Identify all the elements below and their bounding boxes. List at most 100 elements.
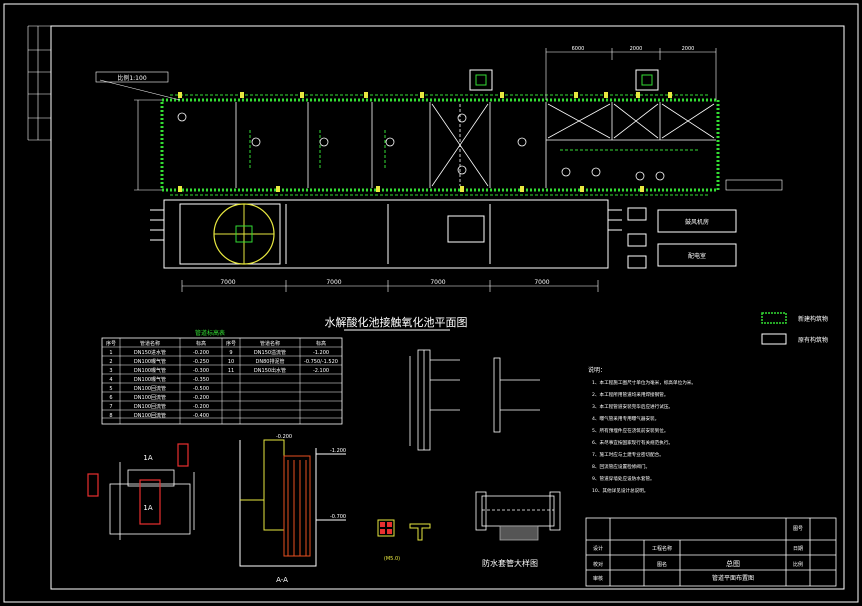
table-cell: 1 [109, 350, 112, 356]
table-cell: -0.350 [193, 377, 209, 383]
dim-bottom-2: 7000 [326, 279, 341, 286]
table-header: 标高 [196, 340, 206, 347]
tb-drawing-name-label: 图名 [657, 561, 667, 568]
detail-aa [239, 439, 346, 567]
tb-date-label: 日期 [793, 546, 803, 552]
dim-top-1: 6000 [572, 46, 585, 52]
tb-approve-label: 审核 [593, 575, 603, 582]
outlet-box-2 [635, 69, 659, 91]
room-label-power: 配电室 [688, 252, 706, 260]
legend-swatch-old [761, 333, 787, 345]
detail-small [377, 519, 431, 541]
table-cell: DN100曝气管 [134, 376, 166, 383]
table-cell: DN100曝气管 [134, 358, 166, 365]
plan-top [95, 48, 783, 196]
elev-3: -0.200 [276, 434, 292, 440]
legend: 新建构筑物 原有构筑物 [761, 312, 828, 345]
table-cell: -0.400 [193, 413, 209, 419]
dim-top-2: 2000 [630, 46, 643, 52]
table-cell: 4 [109, 377, 112, 383]
dim-top-3: 2000 [682, 46, 695, 52]
table-header: 标高 [316, 340, 326, 347]
table-cell: DN100回流管 [134, 403, 166, 410]
tb-drawing-name: 总图 [726, 559, 740, 568]
table-cell: -2.100 [313, 368, 329, 374]
note-line: 2、本工程所用管道均采用焊接钢管。 [592, 391, 668, 398]
dim-bottom-4: 7000 [534, 279, 549, 286]
note-line: 9、管道穿墙处应设防水套管。 [592, 475, 655, 482]
pipe-table: 管道标高表 序号 管道名称 标高 序号 管道名称 标高 1 DN150进水管 [101, 329, 343, 425]
elev-2: -0.700 [330, 514, 346, 520]
notes-title: 说明： [588, 366, 606, 374]
table-cell: 6 [109, 395, 112, 401]
section-1a-top: 1A [143, 454, 152, 462]
tank-outline-green [160, 98, 720, 192]
table-cell: 5 [109, 386, 112, 392]
table-cell: 11 [228, 368, 234, 374]
detail-casing [475, 491, 561, 541]
legend-label-new: 新建构筑物 [798, 315, 828, 323]
section-aa-label: A-A [276, 576, 288, 584]
table-cell: DN150溢流管 [254, 349, 286, 356]
table-header: 管道名称 [260, 340, 280, 347]
dim-bottom-3: 7000 [430, 279, 445, 286]
detail-1a [87, 443, 195, 540]
main-title: 水解酸化池接触氧化池平面图 [325, 315, 468, 329]
binding-strip [27, 25, 51, 141]
table-cell: 8 [109, 413, 112, 419]
table-cell: -0.300 [193, 368, 209, 374]
table-cell: 9 [229, 350, 232, 356]
table-cell: -0.200 [193, 350, 209, 356]
table-header: 管道名称 [140, 340, 160, 347]
title-block [585, 517, 837, 587]
casing-title: 防水套管大样图 [482, 558, 538, 568]
table-cell: DN100回流管 [134, 385, 166, 392]
table-cell: 3 [109, 368, 112, 374]
tb-subname: 管道平面布置图 [712, 574, 754, 582]
table-header: 序号 [106, 340, 116, 347]
outer-frame [3, 3, 859, 603]
table-cell: -0.200 [193, 404, 209, 410]
tb-project: 工程名称 [652, 545, 672, 552]
pipe-table-title: 管道标高表 [195, 329, 225, 337]
table-cell: DN150出水管 [254, 367, 286, 374]
detail-small-caption: (M5.0) [384, 556, 400, 562]
note-line: 8、回流管应设置检修阀门。 [592, 463, 650, 470]
table-cell: DN100曝气管 [134, 367, 166, 374]
table-cell: -0.500 [193, 386, 209, 392]
note-line: 4、曝气管采用专用曝气器安装。 [592, 415, 659, 422]
table-header: 序号 [226, 340, 236, 347]
note-line: 6、未尽事宜按国家现行有关规范执行。 [592, 439, 673, 446]
tb-check-label: 校对 [593, 561, 603, 568]
room-label-blower: 鼓风机房 [685, 218, 709, 226]
legend-swatch-new [761, 312, 787, 324]
tb-sheet-label: 图号 [793, 526, 803, 532]
note-line: 7、施工时应与土建专业密切配合。 [592, 451, 664, 458]
inner-frame [50, 25, 845, 590]
table-cell: DN80排泥管 [256, 358, 285, 365]
table-cell: 2 [109, 359, 112, 365]
outlet-box-1 [469, 69, 493, 91]
note-line: 1、本工程施工图尺寸单位为毫米，标高单位为米。 [592, 379, 696, 386]
tb-scale-label: 比例 [793, 561, 803, 568]
tb-design-label: 设计 [593, 545, 603, 552]
table-cell: 10 [228, 359, 234, 365]
note-line: 10、其他详见设计总说明。 [592, 487, 648, 494]
table-cell: 7 [109, 404, 112, 410]
table-cell: -1.200 [313, 350, 329, 356]
plan-existing [150, 199, 737, 292]
table-cell: -0.750/-1.520 [304, 359, 338, 365]
table-cell: DN100回流管 [134, 394, 166, 401]
elev-1: -1.200 [330, 448, 346, 454]
legend-label-old: 原有构筑物 [798, 336, 828, 344]
note-line: 5、所有预埋件应在浇筑前安装到位。 [592, 427, 668, 434]
table-cell: -0.200 [193, 395, 209, 401]
detail-vertical [409, 349, 540, 451]
note-line: 3、本工程管道安装完毕后应进行试压。 [592, 403, 673, 410]
table-cell: DN100回流管 [134, 412, 166, 419]
table-cell: DN150进水管 [134, 349, 166, 356]
scale-callout: 比例1:100 [117, 74, 146, 82]
dim-bottom-1: 7000 [220, 279, 235, 286]
table-cell: -0.250 [193, 359, 209, 365]
